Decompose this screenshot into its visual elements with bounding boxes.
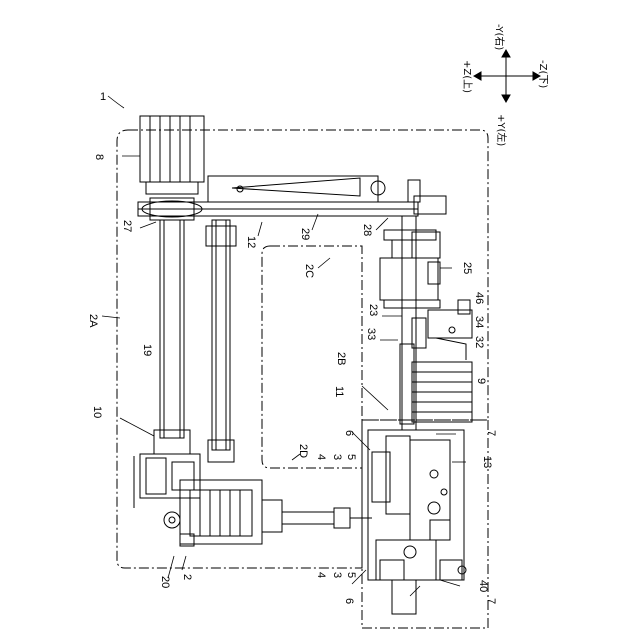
axis-labels: -Y(右) +Z(上) -Z(下) +Y(左) (461, 24, 548, 146)
reference-labels: 1 8 27 12 29 28 2A 2C 19 25 23 46 34 33 … (87, 91, 497, 604)
axis-label-plus-y: +Y(左) (495, 114, 508, 146)
label-1: 1 (100, 91, 106, 103)
label-6-bottom: 6 (343, 598, 355, 604)
label-5-bottom: 5 (345, 572, 357, 578)
label-19: 19 (141, 344, 153, 356)
label-6-top: 6 (343, 430, 355, 436)
shaft-parallel (206, 220, 236, 462)
label-32: 32 (473, 336, 485, 348)
label-2D: 2D (297, 444, 309, 458)
motor-8 (140, 116, 204, 194)
label-23: 23 (367, 304, 379, 316)
axis-label-minus-y: -Y(右) (493, 24, 506, 50)
label-2C: 2C (303, 264, 315, 278)
region-2B-boundary (362, 420, 488, 628)
label-28: 28 (361, 224, 373, 236)
leader-lines (102, 96, 466, 596)
axis-arrows (474, 50, 540, 102)
label-40: 40 (477, 580, 489, 592)
rod-assembly (282, 508, 372, 528)
label-7-top: 7 (485, 430, 497, 436)
label-4-bottom: 4 (315, 572, 327, 578)
motor-9 (400, 344, 472, 424)
label-2A: 2A (87, 314, 99, 328)
label-33: 33 (365, 328, 377, 340)
label-12: 12 (245, 236, 257, 248)
label-8: 8 (93, 154, 105, 160)
label-13: 13 (481, 456, 493, 468)
label-9: 9 (475, 378, 487, 384)
shaft-19 (154, 220, 190, 454)
label-2: 2 (181, 574, 193, 580)
axis-label-minus-z: -Z(下) (537, 60, 548, 88)
parts-32-34-46 (412, 300, 472, 360)
label-20: 20 (159, 576, 171, 588)
label-3-bottom: 3 (331, 572, 343, 578)
label-25: 25 (461, 262, 473, 274)
label-5-top: 5 (345, 454, 357, 460)
label-7-bottom: 7 (485, 598, 497, 604)
label-2B: 2B (335, 352, 347, 365)
axis-label-plus-z: +Z(上) (461, 60, 473, 93)
label-3-top: 3 (331, 454, 343, 460)
label-4-top: 4 (315, 454, 327, 460)
label-27: 27 (121, 220, 133, 232)
head-11 (368, 430, 466, 614)
label-46: 46 (473, 292, 485, 304)
label-34: 34 (473, 316, 485, 328)
label-29: 29 (299, 228, 311, 240)
label-11: 11 (333, 386, 345, 397)
label-10: 10 (91, 406, 103, 418)
